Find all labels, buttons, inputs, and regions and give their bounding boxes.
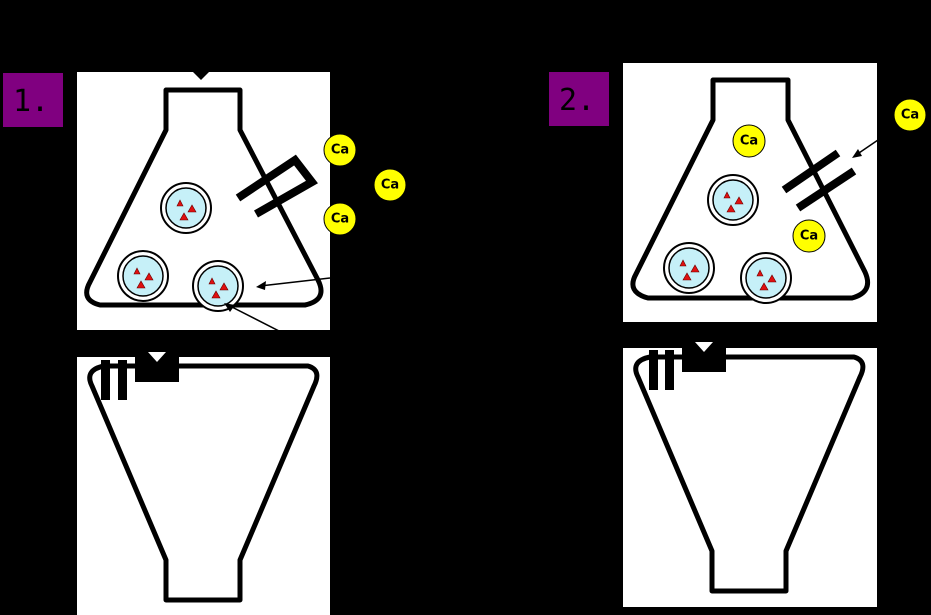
calcium-channel-closed [235,154,318,218]
notch-1 [193,72,209,80]
calcium-ion: Ca [792,219,826,253]
arrow-head [224,303,235,312]
panel-1: Ca Ca Ca [77,72,407,615]
panel-2-badge: 2. [549,72,609,126]
postsynaptic-box-1 [77,357,330,615]
svg-text:Ca: Ca [740,134,758,149]
postsynaptic-box-2 [623,348,877,607]
presynaptic-terminal-outline-2 [630,77,871,301]
vesicle [707,174,759,226]
arrow-head [256,281,266,290]
arrow-head [852,149,862,158]
svg-text:Ca: Ca [381,178,399,193]
postsynaptic-terminal-outline-1 [87,363,320,603]
receptor-bar [665,350,674,390]
calcium-ion: Ca [373,168,407,202]
svg-text:Ca: Ca [800,229,818,244]
calcium-channel-open [781,149,857,212]
postsynaptic-terminal-outline-2 [633,354,866,594]
arrow-neurotransmitter [225,303,331,358]
calcium-ion: Ca [323,133,357,167]
vesicle [740,252,792,304]
vesicle [117,250,169,302]
panel-1-badge: 1. [3,73,63,127]
vesicle [160,182,212,234]
receptor-bar [118,360,127,400]
calcium-ion: Ca [323,202,357,236]
svg-text:Ca: Ca [331,143,349,158]
svg-text:Ca: Ca [331,212,349,227]
calcium-ion: Ca [893,98,927,132]
receptor-notch [695,342,713,352]
receptor-bar [101,360,110,400]
presynaptic-terminal-outline-1 [84,87,324,308]
receptor-bar [649,350,658,390]
svg-text:Ca: Ca [901,108,919,123]
receptor-notch [148,352,166,362]
arrow-vesicle [259,277,331,287]
panel-2: Ca Ca Ca [623,63,927,607]
calcium-ion: Ca [732,124,766,158]
vesicle [192,260,244,312]
vesicle [663,242,715,294]
